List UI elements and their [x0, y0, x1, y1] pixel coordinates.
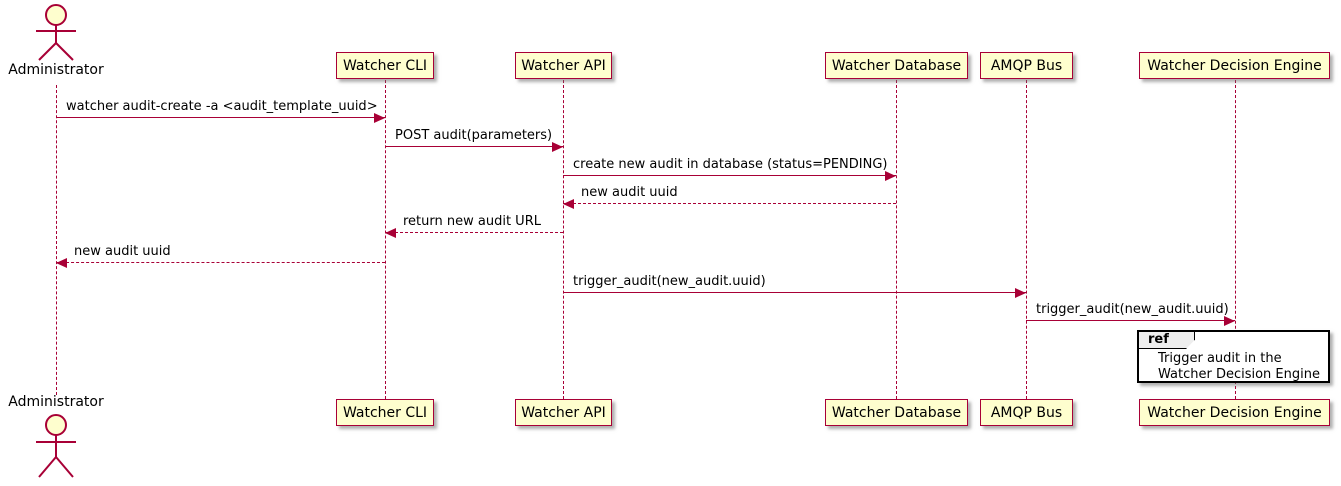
- lifeline-watcher-api: [563, 80, 564, 399]
- message-line-0: [56, 117, 385, 118]
- ref-text-line-2: Watcher Decision Engine: [1158, 367, 1320, 382]
- lifeline-amqp-bus: [1026, 80, 1027, 399]
- lifeline-watcher-decision-engine: [1235, 80, 1236, 399]
- ref-keyword-tab: ref: [1139, 332, 1195, 349]
- participant-amqp-bus-top: AMQP Bus: [980, 52, 1073, 79]
- participant-watcher-cli-top: Watcher CLI: [336, 52, 434, 79]
- message-arrowhead-1: [552, 142, 563, 152]
- message-label-3: new audit uuid: [581, 185, 678, 200]
- message-line-5: [56, 262, 385, 263]
- participant-watcher-decision-engine-top: Watcher Decision Engine: [1139, 52, 1330, 79]
- participant-watcher-decision-engine-bottom: Watcher Decision Engine: [1139, 399, 1330, 426]
- participant-watcher-api-bottom: Watcher API: [515, 399, 612, 426]
- message-label-5: new audit uuid: [74, 244, 171, 259]
- participant-label: Watcher API: [521, 57, 606, 74]
- participant-watcher-cli-bottom: Watcher CLI: [336, 399, 434, 426]
- lifeline-watcher-cli: [385, 80, 386, 399]
- participant-watcher-api-top: Watcher API: [515, 52, 612, 79]
- message-label-1: POST audit(parameters): [395, 128, 553, 143]
- message-line-6: [563, 292, 1026, 293]
- participant-label: Watcher CLI: [342, 57, 428, 74]
- message-line-3: [563, 203, 896, 204]
- message-label-4: return new audit URL: [403, 214, 541, 229]
- actor-label-administrator-top: Administrator: [8, 62, 104, 78]
- ref-text-line-1: Trigger audit in the: [1158, 351, 1282, 366]
- actor-figure-icon: [30, 3, 82, 65]
- participant-watcher-database-bottom: Watcher Database: [825, 399, 968, 426]
- message-label-0: watcher audit-create -a <audit_template_…: [66, 99, 378, 114]
- message-arrowhead-0: [374, 113, 385, 123]
- message-line-1: [385, 146, 563, 147]
- message-arrowhead-4: [385, 228, 396, 238]
- message-label-2: create new audit in database (status=PEN…: [573, 157, 888, 172]
- message-arrowhead-2: [885, 171, 896, 181]
- ref-fragment-body: Trigger audit in the Watcher Decision En…: [1139, 332, 1328, 383]
- message-line-7: [1026, 320, 1235, 321]
- message-label-6: trigger_audit(new_audit.uuid): [573, 274, 766, 289]
- message-arrowhead-5: [56, 258, 67, 268]
- message-line-4: [385, 232, 563, 233]
- participant-label: AMQP Bus: [990, 57, 1063, 74]
- participant-label: Watcher Decision Engine: [1147, 57, 1322, 74]
- message-label-7: trigger_audit(new_audit.uuid): [1036, 302, 1229, 317]
- participant-label: Watcher Decision Engine: [1147, 404, 1322, 421]
- message-arrowhead-3: [563, 199, 574, 209]
- lifeline-administrator: [56, 85, 57, 395]
- lifeline-watcher-database: [896, 80, 897, 399]
- ref-fragment: ref Trigger audit in the Watcher Decisio…: [1137, 330, 1330, 383]
- actor-figure-icon: [30, 411, 82, 485]
- participant-label: AMQP Bus: [990, 404, 1063, 421]
- participant-label: Watcher API: [521, 404, 606, 421]
- participant-label: Watcher Database: [831, 57, 962, 74]
- message-arrowhead-6: [1015, 288, 1026, 298]
- participant-amqp-bus-bottom: AMQP Bus: [980, 399, 1073, 426]
- participant-label: Watcher CLI: [342, 404, 428, 421]
- actor-label-administrator-bottom: Administrator: [8, 394, 104, 410]
- participant-label: Watcher Database: [831, 404, 962, 421]
- participant-watcher-database-top: Watcher Database: [825, 52, 968, 79]
- message-arrowhead-7: [1224, 316, 1235, 326]
- message-line-2: [563, 175, 896, 176]
